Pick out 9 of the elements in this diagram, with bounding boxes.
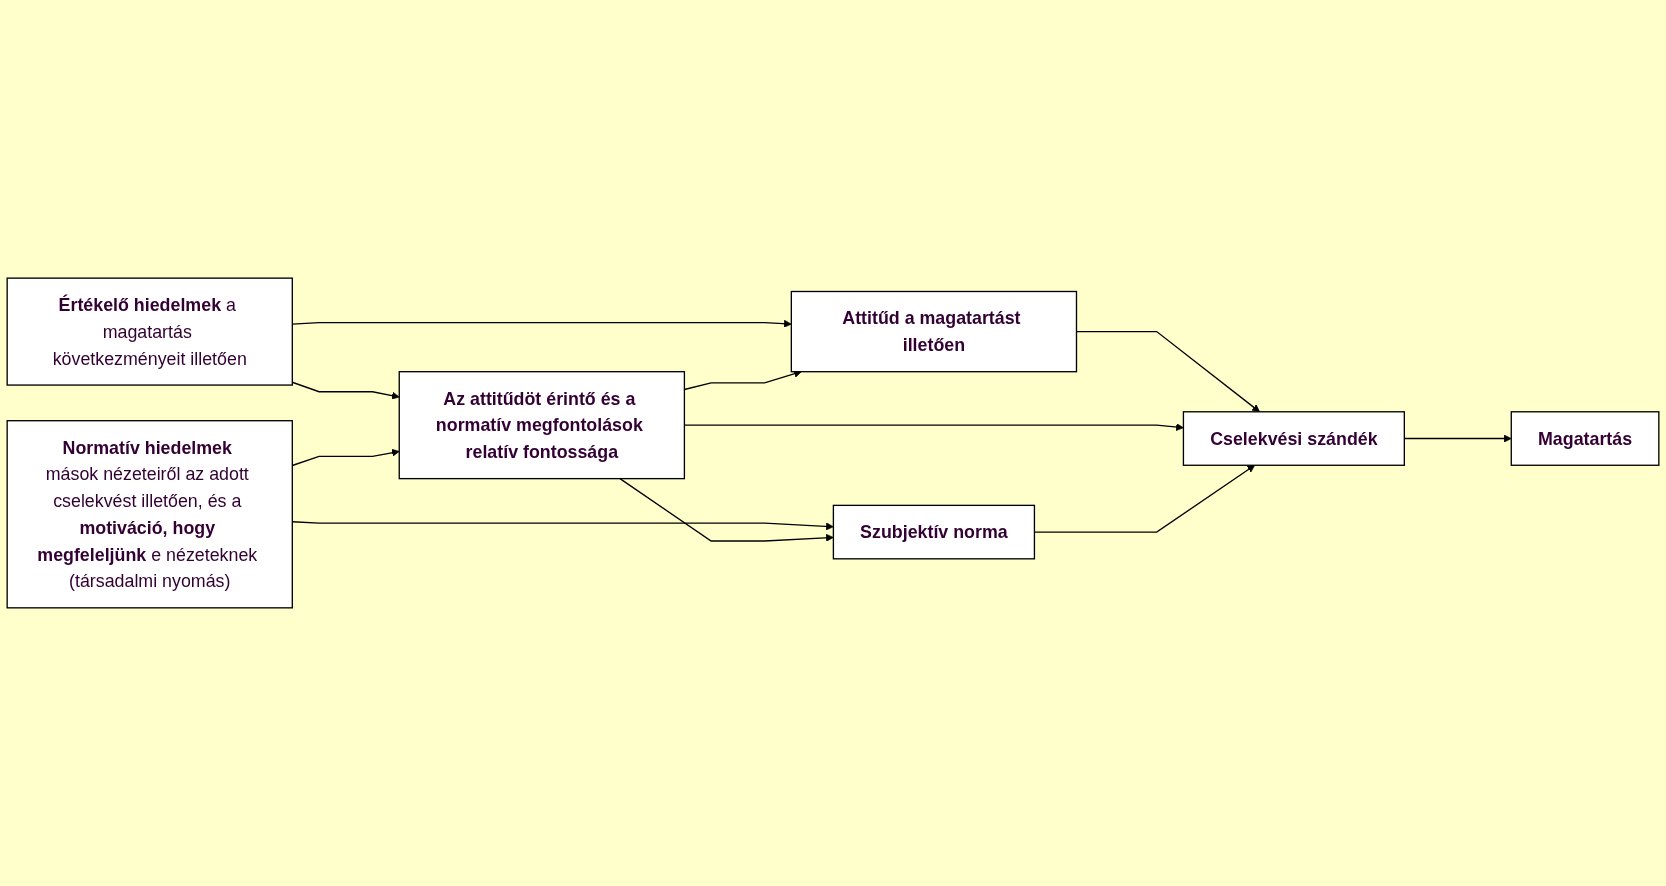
node-box: Magatartás	[1510, 411, 1660, 466]
node-box: Értékelő hiedelmek a magatartás következményeit illetően	[6, 277, 293, 386]
arrow	[619, 477, 834, 542]
node-box: Normatív hiedelmek mások nézeteiről az adott cselekvést illetően, és a motiváció, hogy megfeleljünk e nézeteknek (társadalmi nyomás)	[6, 420, 293, 609]
node-box: Szubjektív norma	[832, 504, 1036, 560]
arrow	[291, 381, 400, 400]
node-box: Attitűd a magatartást illetően	[790, 290, 1078, 373]
node-box: Az attitűdöt érintő és a normatív megfontolások relatív fontossága	[398, 371, 686, 480]
node-box: Cselekvési szándék	[1182, 411, 1405, 466]
